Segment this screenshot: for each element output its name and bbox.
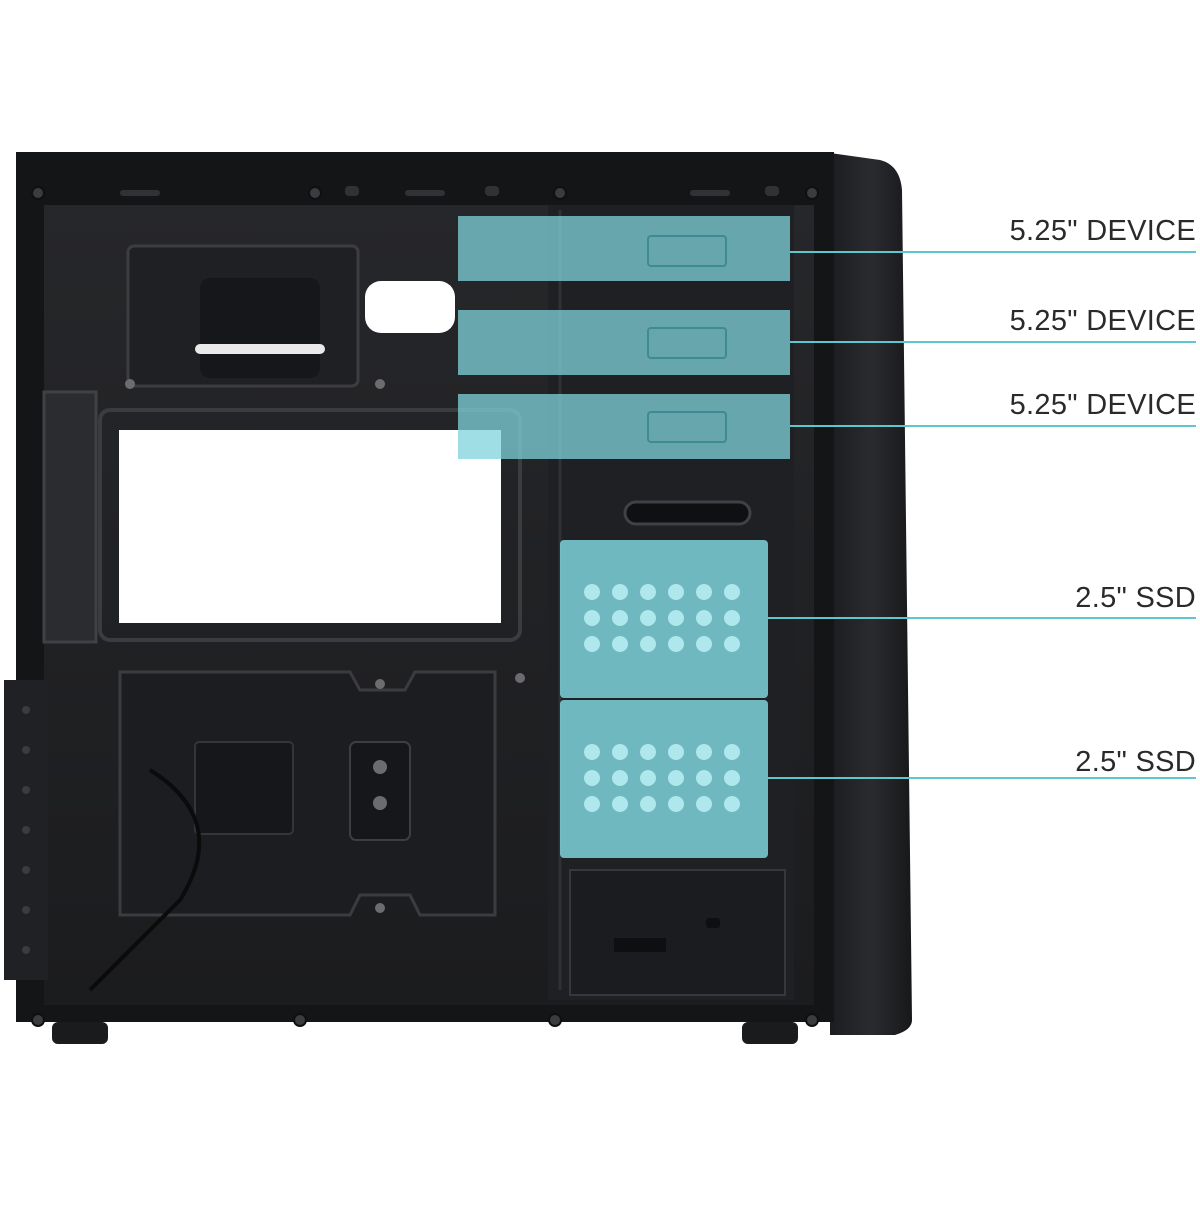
standoff-plate (349, 741, 411, 841)
foot-right (742, 1022, 798, 1044)
bay-5-25-3 (458, 394, 790, 459)
top-rail-slots (120, 186, 779, 196)
rear-fan (42, 390, 98, 644)
tray-cutout (119, 430, 501, 623)
tray-ssd-1 (560, 540, 768, 698)
bay-5-25-1 (458, 216, 790, 281)
motherboard-tray (98, 408, 522, 642)
tray-ssd-2 (560, 700, 768, 858)
callout-label-device-3: 5.25" DEVICE (1009, 389, 1196, 421)
lower-tray (118, 670, 497, 917)
frame-screws (31, 186, 819, 1027)
psu-cutout (200, 278, 320, 378)
expansion-slots (4, 680, 48, 980)
psu-slot (195, 344, 325, 354)
standoffs (125, 379, 525, 913)
bay-5-25-2 (458, 310, 790, 375)
drive-cage-slot (623, 500, 752, 526)
psu-window (365, 281, 455, 333)
foot-left (52, 1022, 108, 1044)
cpu-cutout (194, 741, 294, 835)
callout-lines (768, 251, 1196, 779)
callout-label-device-1: 5.25" DEVICE (1009, 215, 1196, 247)
front-panel (830, 153, 912, 1035)
callout-label-device-2: 5.25" DEVICE (1009, 305, 1196, 337)
callout-label-ssd-2: 2.5" SSD (1075, 746, 1196, 778)
drive-cage-bottom (569, 869, 786, 996)
callout-label-ssd-1: 2.5" SSD (1075, 582, 1196, 614)
front-panel-cable (88, 768, 202, 992)
